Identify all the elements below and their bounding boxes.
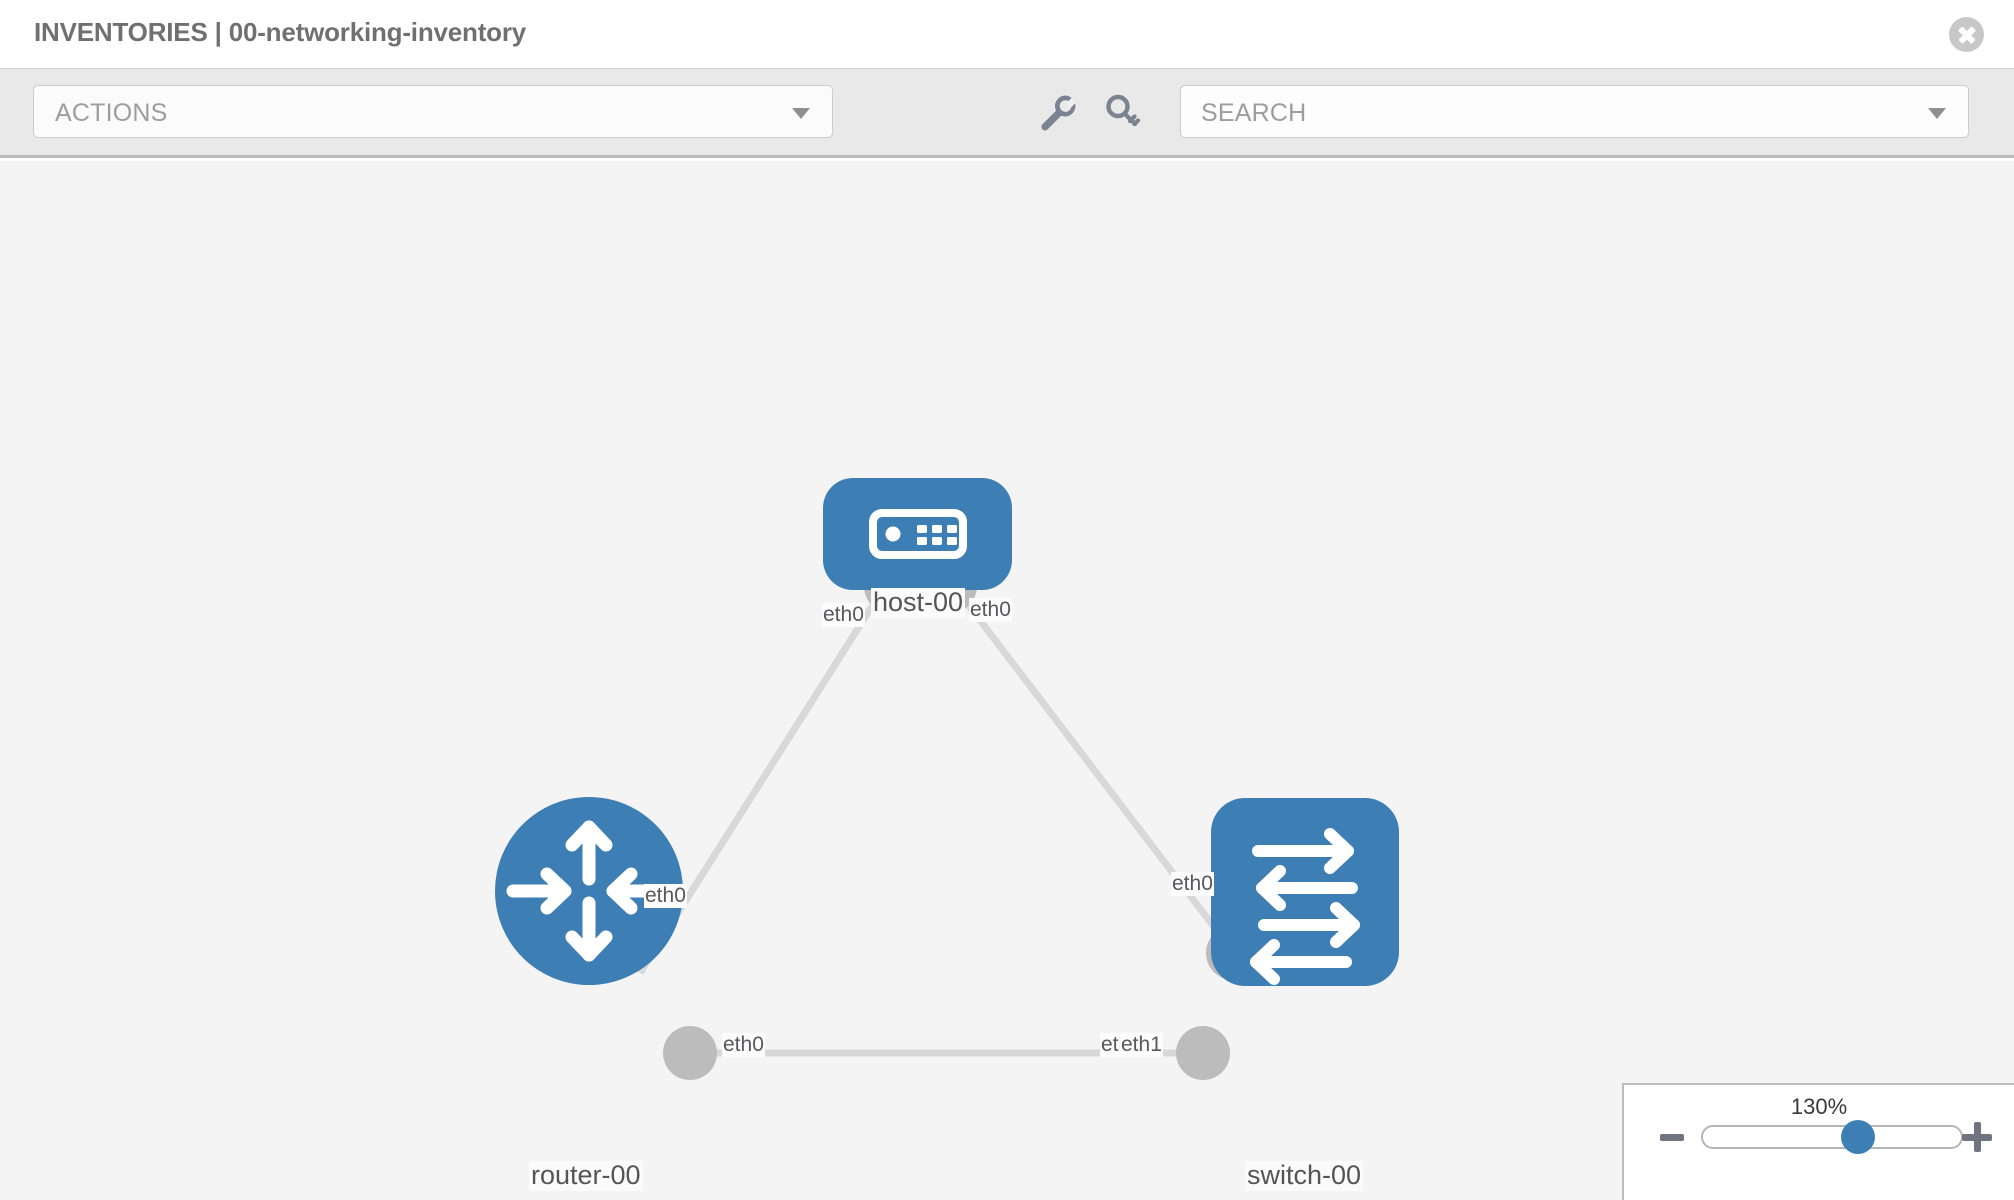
node-label-host-00: host-00: [871, 587, 966, 618]
actions-dropdown-label: ACTIONS: [55, 99, 168, 127]
page-header: INVENTORIES | 00-networking-inventory: [0, 0, 2014, 68]
topology-graph: [495, 478, 1399, 1080]
server-icon: [869, 509, 967, 559]
endpoint-router00-right: [663, 1026, 717, 1080]
iface-label-switch00-up: eth0: [1171, 872, 1214, 897]
link-endpoints: [663, 559, 1260, 1080]
switch-icon: [1250, 828, 1360, 985]
zoom-control-panel: 130%: [1622, 1083, 2014, 1200]
chevron-down-icon[interactable]: [1928, 107, 1946, 119]
wrench-icon[interactable]: [1035, 91, 1077, 133]
topology-canvas[interactable]: eth0 eth0 eth0 eth0 eth0 eth0 eth1 host-…: [0, 161, 2014, 1200]
search-placeholder: SEARCH: [1201, 99, 1307, 127]
node-router-00[interactable]: [495, 797, 683, 985]
node-label-router-00: router-00: [529, 1160, 643, 1191]
search-input[interactable]: SEARCH: [1180, 85, 1969, 138]
toolbar: ACTIONS SEARCH: [0, 68, 2014, 158]
node-host-00[interactable]: [823, 478, 1012, 590]
chevron-down-icon: [792, 107, 810, 119]
iface-label-switch00-left-eth1: eth1: [1120, 1033, 1163, 1058]
zoom-slider-thumb[interactable]: [1840, 1120, 1875, 1154]
actions-dropdown[interactable]: ACTIONS: [33, 85, 833, 138]
iface-label-router00-up: eth0: [644, 884, 687, 909]
link-host00-switch00: [947, 578, 1243, 964]
iface-label-host00-left: eth0: [822, 603, 865, 628]
iface-label-router00-right: eth0: [722, 1033, 765, 1058]
router-icon: [506, 820, 672, 962]
plus-icon[interactable]: [1962, 1122, 1992, 1152]
minus-icon[interactable]: [1660, 1134, 1684, 1141]
node-switch-00[interactable]: [1211, 798, 1399, 986]
zoom-level-label: 130%: [1790, 1094, 1848, 1119]
close-icon[interactable]: [1949, 17, 1984, 52]
page-title: INVENTORIES | 00-networking-inventory: [34, 17, 527, 47]
key-icon[interactable]: [1101, 91, 1143, 133]
zoom-slider[interactable]: [1701, 1120, 1963, 1154]
node-label-switch-00: switch-00: [1245, 1160, 1364, 1191]
iface-label-host00-right: eth0: [969, 598, 1012, 623]
endpoint-switch00-left: [1176, 1026, 1230, 1080]
